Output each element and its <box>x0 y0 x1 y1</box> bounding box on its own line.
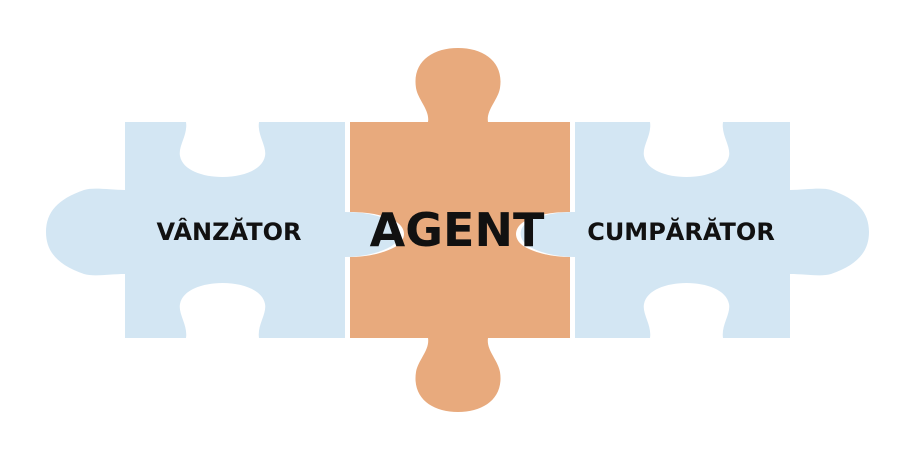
puzzle-piece-center <box>350 48 570 412</box>
seller-label: VÂNZĂTOR <box>156 218 302 246</box>
puzzle-piece-left <box>46 122 400 338</box>
agent-label: AGENT <box>369 203 545 257</box>
puzzle-piece-right <box>520 122 869 338</box>
buyer-label: CUMPĂRĂTOR <box>587 218 775 246</box>
